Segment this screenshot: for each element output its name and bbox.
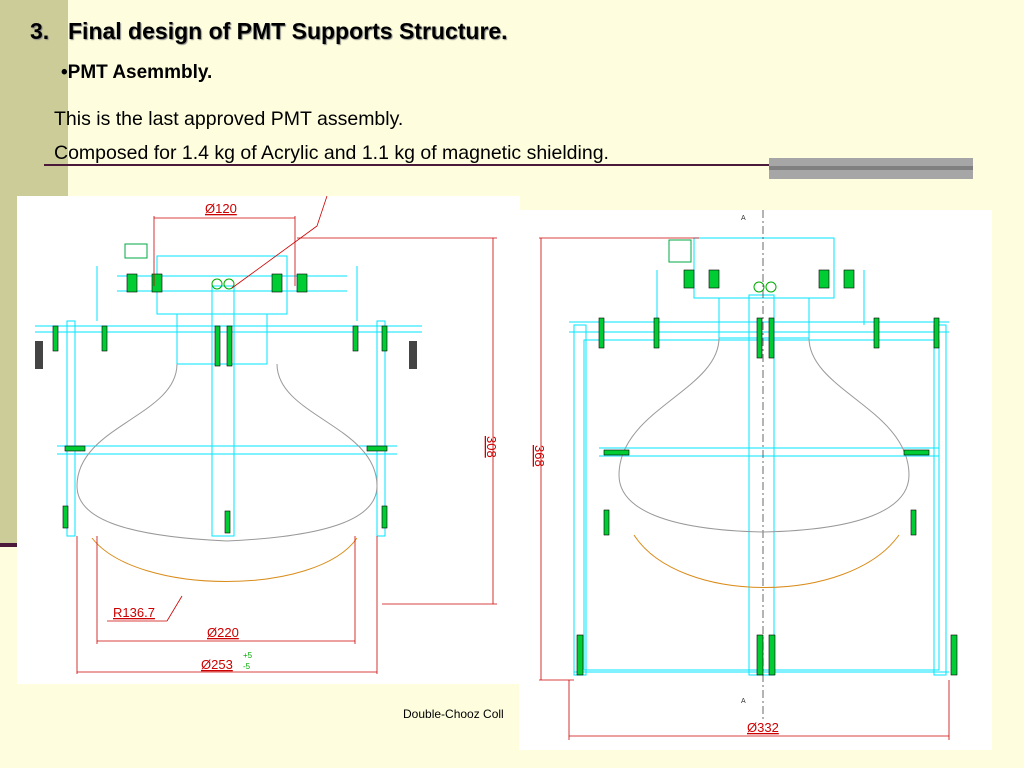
body-line-2: Composed for 1.4 kg of Acrylic and 1.1 k…	[54, 142, 609, 164]
decorative-bar	[769, 158, 973, 179]
dim-height-308: 308	[484, 436, 499, 458]
section-marker-top: A	[741, 215, 746, 222]
body-line-1: This is the last approved PMT assembly.	[54, 108, 404, 130]
dim-height-368: 368	[532, 445, 547, 467]
pmt-assembly-drawing-front: Ø120 308 R136.7 Ø220 Ø253 +5 -5	[17, 195, 520, 684]
title-rule	[44, 164, 772, 166]
title-number: 3.	[30, 18, 50, 44]
slide-title: 3. Final design of PMT Supports Structure…	[30, 18, 508, 45]
tolerance-minus: -5	[243, 662, 251, 671]
dim-radius: R136.7	[113, 605, 155, 620]
footer-text: Double-Chooz Coll	[403, 707, 504, 721]
dim-diameter-332: Ø332	[747, 720, 779, 735]
tolerance-plus: +5	[243, 651, 253, 660]
section-marker-bottom: A	[741, 698, 746, 705]
dim-diameter-120: Ø120	[205, 201, 237, 216]
pmt-assembly-drawing-side: A A 368 Ø332	[519, 210, 992, 750]
bullet-heading: •PMT Asemmbly.	[61, 62, 213, 83]
dim-diameter-253: Ø253	[201, 657, 233, 672]
dim-diameter-220: Ø220	[207, 625, 239, 640]
title-text: Final design of PMT Supports Structure.	[68, 18, 508, 44]
